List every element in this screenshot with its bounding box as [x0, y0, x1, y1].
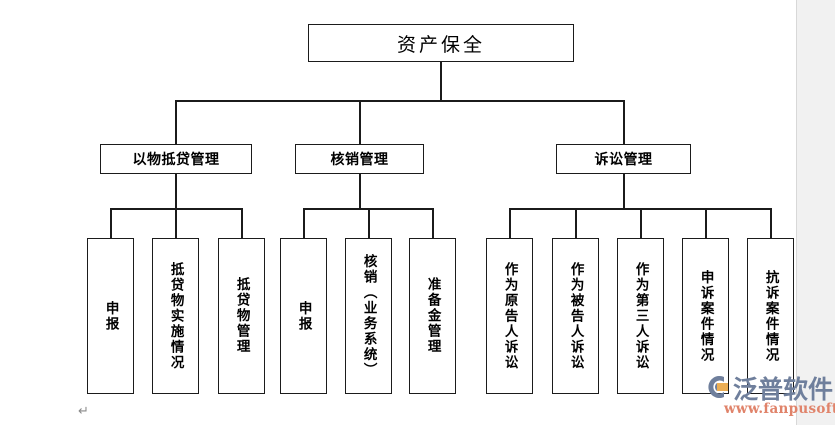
- leaf-litigation-as-plaintiff[interactable]: 作为原告人诉讼: [486, 238, 533, 394]
- connector-group-1-leaf-2: [175, 208, 177, 238]
- connector-group-2-stem: [359, 174, 361, 208]
- node-root-label: 资产保全: [396, 33, 485, 56]
- leaf-didaiwu-management[interactable]: 抵贷物管理: [218, 238, 265, 394]
- leaf-label: 抗诉案件情况: [762, 269, 779, 363]
- connector-drop-group-3: [623, 100, 625, 144]
- node-group-hexiao-management[interactable]: 核销管理: [295, 144, 424, 174]
- connector-group-1-leaf-3: [241, 208, 243, 238]
- node-group-litigation-management[interactable]: 诉讼管理: [556, 144, 691, 174]
- leaf-label: 抵贷物管理: [233, 277, 250, 355]
- connector-group-3-leaf-5: [770, 208, 772, 238]
- node-group-yiwudidai-management[interactable]: 以物抵贷管理: [100, 144, 252, 174]
- connector-group-3-leaf-1: [509, 208, 511, 238]
- connector-root-stem: [440, 62, 442, 100]
- connector-level1-bus: [175, 100, 624, 102]
- connector-group-1-stem: [175, 174, 177, 208]
- leaf-appeal-case-status[interactable]: 申诉案件情况: [682, 238, 729, 394]
- connector-group-3-stem: [623, 174, 625, 208]
- diagram-canvas: 资产保全 以物抵贷管理 申报 抵贷物实施情况 抵贷物管理 核销管理 申报 核销（…: [78, 24, 794, 419]
- connector-group-2-leaf-2: [368, 208, 370, 238]
- leaf-label: 作为被告人诉讼: [567, 261, 584, 371]
- leaf-litigation-as-defendant[interactable]: 作为被告人诉讼: [552, 238, 599, 394]
- leaf-label: 抵贷物实施情况: [167, 261, 184, 371]
- node-group-2-label: 核销管理: [330, 152, 389, 168]
- leaf-shenbao-1[interactable]: 申报: [87, 238, 134, 394]
- leaf-protest-case-status[interactable]: 抗诉案件情况: [747, 238, 794, 394]
- leaf-label: 作为第三人诉讼: [632, 261, 649, 371]
- connector-group-2-leaf-3: [432, 208, 434, 238]
- paragraph-mark: ↵: [78, 404, 89, 419]
- leaf-label: 申报: [295, 300, 312, 332]
- connector-group-3-leaf-3: [640, 208, 642, 238]
- leaf-didaiwu-implementation-status[interactable]: 抵贷物实施情况: [152, 238, 199, 394]
- connector-drop-group-1: [175, 100, 177, 144]
- page-right-margin: [796, 0, 835, 425]
- leaf-hexiao-business-system[interactable]: 核销（业务系统）: [345, 238, 392, 394]
- node-root-asset-preservation[interactable]: 资产保全: [308, 24, 574, 62]
- connector-group-2-leaf-1: [303, 208, 305, 238]
- leaf-litigation-as-third-party[interactable]: 作为第三人诉讼: [617, 238, 664, 394]
- leaf-label: 作为原告人诉讼: [501, 261, 518, 371]
- connector-drop-group-2: [359, 100, 361, 144]
- leaf-shenbao-2[interactable]: 申报: [280, 238, 327, 394]
- leaf-provision-fund-management[interactable]: 准备金管理: [409, 238, 456, 394]
- leaf-label: 准备金管理: [424, 277, 441, 355]
- node-group-1-label: 以物抵贷管理: [132, 152, 220, 168]
- connector-group-3-leaf-4: [705, 208, 707, 238]
- leaf-label: 核销（业务系统）: [360, 254, 377, 378]
- connector-group-1-leaf-1: [110, 208, 112, 238]
- connector-group-3-leaf-2: [575, 208, 577, 238]
- leaf-label: 申报: [102, 300, 119, 332]
- node-group-3-label: 诉讼管理: [594, 152, 653, 168]
- leaf-label: 申诉案件情况: [697, 269, 714, 363]
